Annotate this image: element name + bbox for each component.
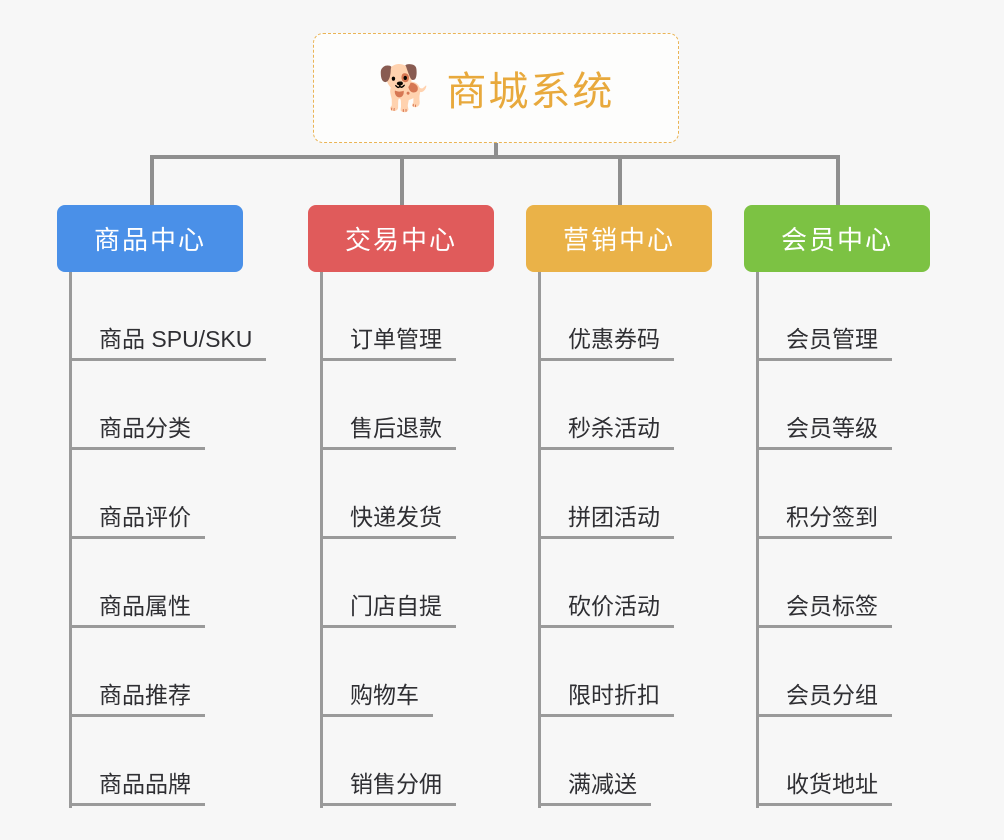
leaf-item[interactable]: 商品推荐 <box>69 628 243 717</box>
leaf-item[interactable]: 会员分组 <box>756 628 930 717</box>
category-label: 商品中心 <box>93 225 206 255</box>
leaf-list: 优惠券码秒杀活动拼团活动砍价活动限时折扣满减送 <box>538 272 712 806</box>
category-label: 交易中心 <box>344 225 457 255</box>
leaf-item-label: 快递发货 <box>320 504 456 539</box>
leaf-item-label: 订单管理 <box>320 326 456 361</box>
leaf-item-label: 商品品牌 <box>69 771 205 806</box>
connector-drop-2 <box>400 155 404 207</box>
leaf-item[interactable]: 会员管理 <box>756 272 930 361</box>
leaf-item[interactable]: 会员标签 <box>756 539 930 628</box>
leaf-item[interactable]: 售后退款 <box>320 361 494 450</box>
category-label: 营销中心 <box>562 225 675 255</box>
branch-column-4: 会员中心会员管理会员等级积分签到会员标签会员分组收货地址 <box>744 205 930 808</box>
root-node[interactable]: 🐕 商城系统 <box>313 33 679 143</box>
root-node-title: 商城系统 <box>446 70 615 114</box>
leaf-item-label: 会员等级 <box>756 415 892 450</box>
leaf-item[interactable]: 商品 SPU/SKU <box>69 272 267 361</box>
leaf-item-label: 优惠券码 <box>538 326 674 361</box>
leaf-item-label: 积分签到 <box>756 504 892 539</box>
leaf-item[interactable]: 商品分类 <box>69 361 243 450</box>
connector-root-stem <box>494 143 498 159</box>
leaf-item[interactable]: 销售分佣 <box>320 717 494 806</box>
leaf-list: 订单管理售后退款快递发货门店自提购物车销售分佣 <box>320 272 494 806</box>
branch-trunk-1 <box>69 272 72 808</box>
category-label: 会员中心 <box>780 225 893 255</box>
leaf-item[interactable]: 满减送 <box>538 717 712 806</box>
connector-drop-4 <box>836 155 840 207</box>
shiba-dog-face-icon: 🐕 <box>377 64 433 113</box>
leaf-list: 会员管理会员等级积分签到会员标签会员分组收货地址 <box>756 272 930 806</box>
leaf-item-label: 拼团活动 <box>538 504 674 539</box>
leaf-item-label: 商品推荐 <box>69 682 205 717</box>
leaf-item[interactable]: 商品评价 <box>69 450 243 539</box>
branch-trunk-4 <box>756 272 759 808</box>
leaf-item-label: 售后退款 <box>320 415 456 450</box>
leaf-item-label: 秒杀活动 <box>538 415 674 450</box>
category-box-3[interactable]: 营销中心 <box>526 205 712 272</box>
leaf-list: 商品 SPU/SKU 商品分类商品评价商品属性商品推荐商品品牌 <box>69 272 267 806</box>
leaf-item-label: 会员管理 <box>756 326 892 361</box>
leaf-item[interactable]: 门店自提 <box>320 539 494 628</box>
leaf-item[interactable]: 购物车 <box>320 628 494 717</box>
leaf-item-label: 商品分类 <box>69 415 205 450</box>
connector-drop-3 <box>618 155 622 207</box>
leaf-item[interactable]: 快递发货 <box>320 450 494 539</box>
leaf-item[interactable]: 砍价活动 <box>538 539 712 628</box>
leaf-item[interactable]: 拼团活动 <box>538 450 712 539</box>
leaf-item[interactable]: 秒杀活动 <box>538 361 712 450</box>
category-box-4[interactable]: 会员中心 <box>744 205 930 272</box>
leaf-item[interactable]: 积分签到 <box>756 450 930 539</box>
leaf-item[interactable]: 优惠券码 <box>538 272 712 361</box>
leaf-item-label: 砍价活动 <box>538 593 674 628</box>
branch-column-1: 商品中心商品 SPU/SKU 商品分类商品评价商品属性商品推荐商品品牌 <box>57 205 267 808</box>
category-box-2[interactable]: 交易中心 <box>308 205 494 272</box>
category-box-1[interactable]: 商品中心 <box>57 205 243 272</box>
leaf-item-label: 收货地址 <box>756 771 892 806</box>
connector-drop-1 <box>150 155 154 207</box>
leaf-item-label: 销售分佣 <box>320 771 456 806</box>
leaf-item-label: 商品 SPU/SKU <box>69 326 267 361</box>
connector-horizontal-bar <box>150 155 840 159</box>
leaf-item[interactable]: 限时折扣 <box>538 628 712 717</box>
leaf-item-label: 商品属性 <box>69 593 205 628</box>
leaf-item[interactable]: 会员等级 <box>756 361 930 450</box>
leaf-item-label: 限时折扣 <box>538 682 674 717</box>
leaf-item-label: 会员分组 <box>756 682 892 717</box>
leaf-item-label: 门店自提 <box>320 593 456 628</box>
branch-column-3: 营销中心优惠券码秒杀活动拼团活动砍价活动限时折扣满减送 <box>526 205 712 808</box>
leaf-item[interactable]: 商品品牌 <box>69 717 243 806</box>
branch-column-2: 交易中心订单管理售后退款快递发货门店自提购物车销售分佣 <box>308 205 494 808</box>
leaf-item[interactable]: 收货地址 <box>756 717 930 806</box>
leaf-item-label: 购物车 <box>320 682 433 717</box>
leaf-item-label: 会员标签 <box>756 593 892 628</box>
leaf-item[interactable]: 商品属性 <box>69 539 243 628</box>
leaf-item-label: 商品评价 <box>69 504 205 539</box>
branch-trunk-2 <box>320 272 323 808</box>
leaf-item-label: 满减送 <box>538 771 651 806</box>
branch-trunk-3 <box>538 272 541 808</box>
leaf-item[interactable]: 订单管理 <box>320 272 494 361</box>
